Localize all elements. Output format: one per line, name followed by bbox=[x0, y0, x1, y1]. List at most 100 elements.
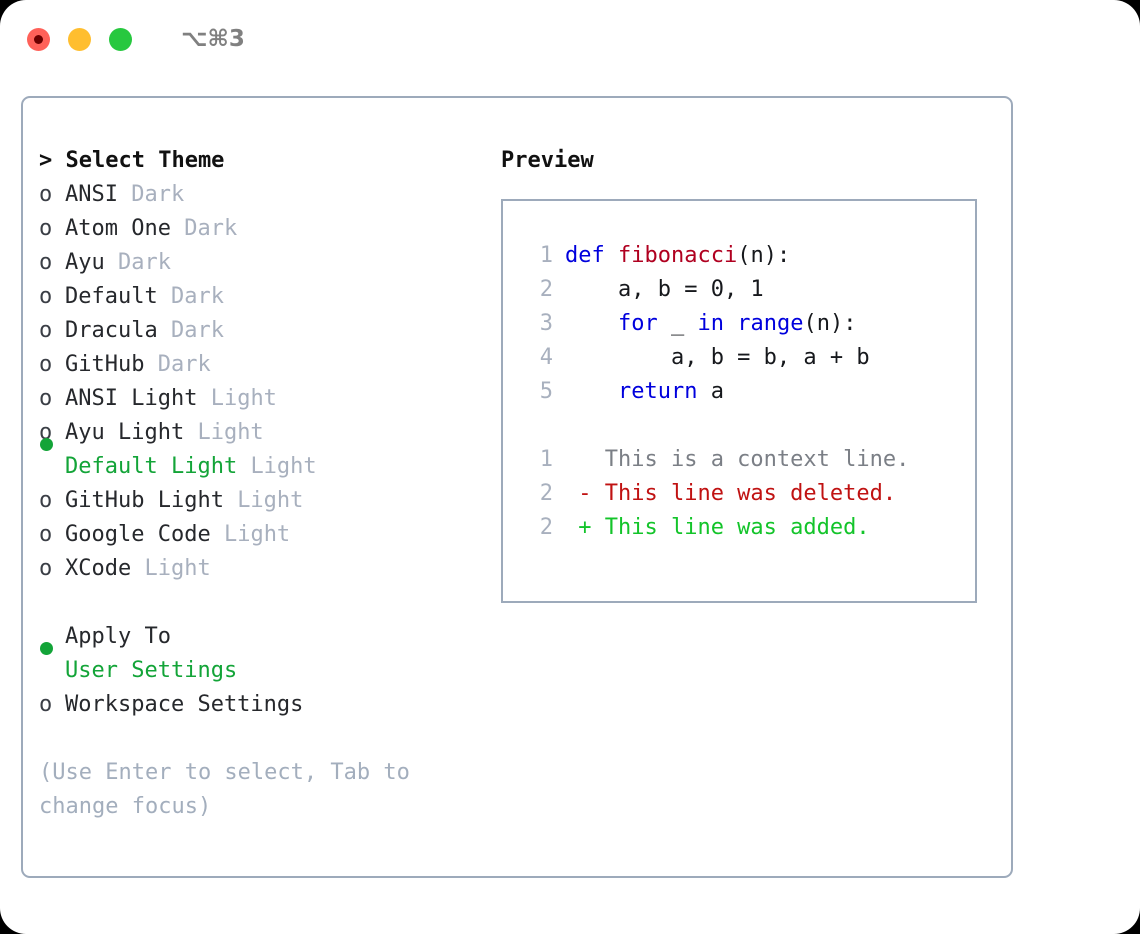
close-button-icon[interactable] bbox=[27, 27, 50, 51]
code-line: 3 for _ in range(n): bbox=[523, 307, 967, 341]
preview-header: Preview bbox=[501, 148, 594, 173]
token-del: - This line was deleted. bbox=[565, 481, 897, 506]
theme-option-default-light[interactable]: ●Default Light Light bbox=[39, 438, 479, 484]
code-line-text: for _ in range(n): bbox=[553, 307, 856, 341]
code-line: 5 return a bbox=[523, 375, 967, 409]
theme-option-github-light[interactable]: o GitHub Light Light bbox=[39, 484, 479, 518]
code-line: 2 a, b = 0, 1 bbox=[523, 273, 967, 307]
apply-to-list: ●User Settings o Workspace Settings bbox=[39, 642, 479, 722]
apply-to-option-name: Workspace Settings bbox=[65, 692, 304, 717]
token-ctx: This is a context line. bbox=[565, 447, 910, 472]
diff-line: 1 This is a context line. bbox=[523, 443, 967, 477]
diff-line-text: - This line was deleted. bbox=[553, 477, 896, 511]
theme-option-kind: Light bbox=[237, 488, 304, 513]
theme-option-google-code[interactable]: o Google Code Light bbox=[39, 518, 479, 552]
theme-option-kind: Dark bbox=[184, 216, 238, 241]
line-number: 2 bbox=[539, 515, 553, 540]
radio-unselected-icon: o bbox=[39, 692, 53, 717]
token-pl: (n): bbox=[737, 243, 791, 268]
radio-unselected-icon: o bbox=[39, 182, 53, 207]
theme-option-name: XCode bbox=[65, 556, 145, 581]
radio-unselected-icon: o bbox=[39, 522, 53, 547]
token-pl: (n): bbox=[803, 311, 857, 336]
token-fn: fibonacci bbox=[617, 243, 738, 268]
radio-unselected-icon: o bbox=[39, 352, 53, 377]
theme-option-name: Ayu Light bbox=[65, 420, 198, 445]
line-number: 2 bbox=[539, 481, 553, 506]
line-number: 1 bbox=[539, 243, 553, 268]
theme-option-kind: Dark bbox=[157, 352, 211, 377]
title-bar: ⌥⌘3 bbox=[0, 0, 1140, 78]
token-pl: _ bbox=[657, 311, 698, 336]
line-number: 1 bbox=[539, 447, 553, 472]
close-dot-icon bbox=[34, 34, 43, 44]
maximize-button-icon[interactable] bbox=[109, 27, 132, 51]
token-kw: in bbox=[697, 311, 724, 336]
theme-option-name: Dracula bbox=[65, 318, 171, 343]
radio-selected-icon: ● bbox=[39, 438, 65, 484]
line-number: 5 bbox=[539, 379, 553, 404]
code-line: 4 a, b = b, a + b bbox=[523, 341, 967, 375]
token-pl: a, b = b, a + b bbox=[565, 345, 870, 370]
theme-option-name: Ayu bbox=[65, 250, 118, 275]
code-line-text: a, b = 0, 1 bbox=[553, 273, 764, 307]
apply-to-option-workspace-settings[interactable]: o Workspace Settings bbox=[39, 688, 479, 722]
token-pl bbox=[565, 311, 618, 336]
line-number: 4 bbox=[539, 345, 553, 370]
token-kw: return bbox=[617, 379, 698, 404]
select-theme-header: > Select Theme bbox=[39, 148, 225, 173]
theme-option-kind: Dark bbox=[131, 182, 185, 207]
theme-option-name: Default bbox=[65, 284, 171, 309]
theme-option-kind: Light bbox=[250, 454, 317, 479]
apply-to-header: Apply To bbox=[65, 624, 171, 649]
radio-selected-icon: ● bbox=[39, 642, 65, 688]
radio-unselected-icon: o bbox=[39, 556, 53, 581]
code-line-text: return a bbox=[553, 375, 724, 409]
theme-option-kind: Light bbox=[210, 386, 277, 411]
theme-option-kind: Dark bbox=[170, 318, 224, 343]
diff-lines: 1 This is a context line. 2 - This line w… bbox=[523, 443, 967, 545]
radio-unselected-icon: o bbox=[39, 386, 53, 411]
theme-option-kind: Light bbox=[144, 556, 211, 581]
theme-option-kind: Light bbox=[223, 522, 291, 547]
diff-line-text: This is a context line. bbox=[553, 443, 910, 477]
line-number: 2 bbox=[539, 277, 553, 302]
token-kw: def bbox=[565, 243, 618, 268]
code-line-text: def fibonacci(n): bbox=[553, 239, 790, 273]
token-pl: a bbox=[697, 379, 724, 404]
theme-option-name: GitHub Light bbox=[65, 488, 238, 513]
token-kw: for bbox=[617, 311, 658, 336]
radio-unselected-icon: o bbox=[39, 216, 53, 241]
keyboard-hint-text: (Use Enter to select, Tab to change focu… bbox=[39, 760, 424, 819]
token-pl: a, b = 0, 1 bbox=[565, 277, 764, 302]
radio-unselected-icon: o bbox=[39, 488, 53, 513]
theme-option-name: Google Code bbox=[65, 522, 224, 547]
minimize-button-icon[interactable] bbox=[68, 27, 91, 51]
diff-line: 2 + This line was added. bbox=[523, 511, 967, 545]
theme-option-kind: Dark bbox=[117, 250, 171, 275]
diff-line-text: + This line was added. bbox=[553, 511, 870, 545]
apply-to-option-name: User Settings bbox=[65, 658, 238, 683]
token-add: + This line was added. bbox=[565, 515, 870, 540]
window-controls bbox=[27, 27, 132, 51]
token-kw: range bbox=[737, 311, 804, 336]
token-pl bbox=[565, 379, 618, 404]
theme-option-xcode[interactable]: o XCode Light bbox=[39, 552, 479, 586]
apply-to-option-user-settings[interactable]: ●User Settings bbox=[39, 642, 479, 688]
